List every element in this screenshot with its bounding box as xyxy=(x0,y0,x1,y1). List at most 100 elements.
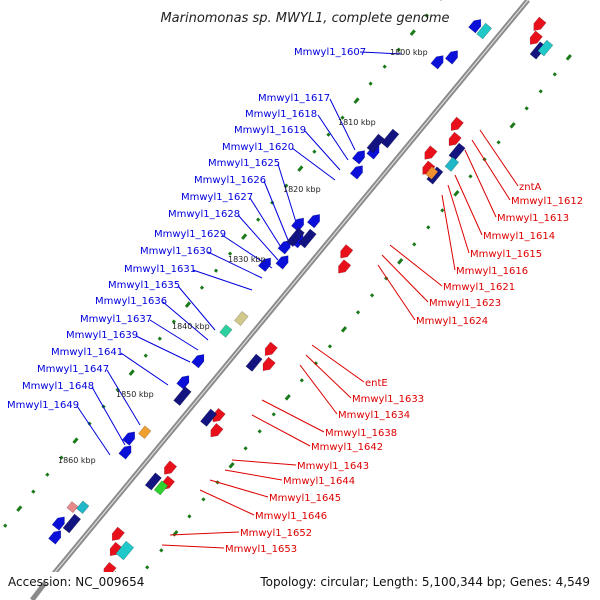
gene-label-forward[interactable]: Mmwyl1_1619 xyxy=(234,125,306,136)
connector-line xyxy=(135,335,191,363)
connector-line xyxy=(381,254,429,303)
gene-box xyxy=(76,500,90,515)
gene-label-reverse[interactable]: Mmwyl1_1644 xyxy=(283,476,355,487)
connector-line xyxy=(169,531,240,536)
connector-line xyxy=(207,251,263,279)
gene-arrow-reverse xyxy=(450,116,464,131)
tick-mark xyxy=(313,361,318,366)
tick-mark xyxy=(382,64,387,69)
connector-line xyxy=(471,139,511,201)
tick-mark xyxy=(396,47,401,52)
tick-mark xyxy=(257,429,262,434)
connector-line xyxy=(447,184,470,254)
connector-line xyxy=(299,364,338,415)
tick-mark xyxy=(172,530,179,537)
gene-label-reverse[interactable]: Mmwyl1_1634 xyxy=(338,410,410,421)
connector-line xyxy=(199,489,255,516)
gene-label-forward[interactable]: Mmwyl1_1620 xyxy=(222,142,294,153)
gene-label-reverse[interactable]: Mmwyl1_1614 xyxy=(483,231,555,242)
gene-label-reverse[interactable]: Mmwyl1_1643 xyxy=(297,461,369,472)
gene-label-reverse[interactable]: Mmwyl1_1623 xyxy=(429,298,501,309)
tick-mark xyxy=(31,489,36,494)
tick-mark xyxy=(187,514,192,519)
gene-label-forward[interactable]: Mmwyl1_1628 xyxy=(168,209,240,220)
gene-label-forward[interactable]: Mmwyl1_1635 xyxy=(108,280,180,291)
gene-label-forward[interactable]: Mmwyl1_1626 xyxy=(194,175,266,186)
gene-label-reverse[interactable]: Mmwyl1_1638 xyxy=(325,428,397,439)
gene-label-reverse[interactable]: Mmwyl1_1645 xyxy=(269,493,341,504)
gene-label-reverse[interactable]: Mmwyl1_1616 xyxy=(456,266,528,277)
gene-box xyxy=(476,22,493,40)
tick-mark xyxy=(199,285,205,290)
gene-box xyxy=(380,128,400,149)
connector-line xyxy=(359,51,403,55)
gene-label-reverse[interactable]: zntA xyxy=(519,182,542,193)
tick-mark xyxy=(409,29,416,36)
gene-label-reverse[interactable]: Mmwyl1_1624 xyxy=(416,316,488,327)
gene-label-forward[interactable]: Mmwyl1_1637 xyxy=(80,314,152,325)
gene-box xyxy=(115,540,135,561)
gene-label-forward[interactable]: Mmwyl1_1649 xyxy=(7,400,79,411)
gene-arrow-reverse xyxy=(210,423,224,438)
gene-box xyxy=(66,501,79,514)
tick-mark xyxy=(227,251,233,256)
gene-arrow-forward xyxy=(191,354,205,369)
gene-label-forward[interactable]: Mmwyl1_1636 xyxy=(95,296,167,307)
gene-label-forward[interactable]: Mmwyl1_1607 xyxy=(294,47,366,58)
genome-backbone-end xyxy=(30,581,47,600)
gene-label-forward[interactable]: Mmwyl1_1625 xyxy=(208,158,280,169)
gene-arrow-forward xyxy=(176,375,190,390)
gene-label-forward[interactable]: Mmwyl1_1648 xyxy=(22,381,94,392)
gene-arrow-reverse xyxy=(264,341,278,356)
tick-mark xyxy=(128,369,135,376)
gene-box xyxy=(537,39,554,57)
forward-gene-labels: Mmwyl1_1607 Mmwyl1_1617 Mmwyl1_1618 Mmwy… xyxy=(7,47,366,411)
connector-line xyxy=(263,180,291,246)
connector-line xyxy=(311,344,365,383)
gene-arrow-reverse xyxy=(533,16,547,31)
reverse-gene-labels: zntA Mmwyl1_1612 Mmwyl1_1613 Mmwyl1_1614… xyxy=(225,182,583,555)
gene-label-forward[interactable]: Mmwyl1_1627 xyxy=(181,192,253,203)
connector-line xyxy=(304,130,341,171)
tick-mark xyxy=(426,225,431,230)
gene-label-reverse[interactable]: Mmwyl1_1633 xyxy=(352,394,424,405)
gene-box xyxy=(444,156,460,172)
gene-label-forward[interactable]: Mmwyl1_1618 xyxy=(245,109,317,120)
gene-label-reverse[interactable]: entE xyxy=(365,378,388,389)
gene-arrow-forward xyxy=(351,150,365,165)
tick-mark xyxy=(243,446,248,451)
gene-label-reverse[interactable]: Mmwyl1_1613 xyxy=(497,213,569,224)
gene-label-forward[interactable]: Mmwyl1_1639 xyxy=(66,330,138,341)
connector-line xyxy=(231,459,297,466)
gene-label-reverse[interactable]: Mmwyl1_1612 xyxy=(511,196,583,207)
gene-label-reverse[interactable]: Mmwyl1_1653 xyxy=(225,544,297,555)
gene-box xyxy=(448,142,466,161)
gene-box xyxy=(366,133,385,154)
tick-mark xyxy=(496,140,501,145)
gene-label-forward[interactable]: Mmwyl1_1617 xyxy=(258,93,330,104)
tick-mark xyxy=(538,89,543,94)
gene-label-forward[interactable]: Mmwyl1_1631 xyxy=(124,264,196,275)
gene-box xyxy=(286,227,305,247)
gene-arrow-reverse xyxy=(340,244,354,259)
gene-label-forward[interactable]: Mmwyl1_1630 xyxy=(140,246,212,257)
gene-label-reverse[interactable]: Mmwyl1_1642 xyxy=(311,442,383,453)
tick-mark xyxy=(353,97,360,104)
connector-line xyxy=(224,469,283,481)
connector-line xyxy=(162,301,209,341)
gene-label-reverse[interactable]: Mmwyl1_1615 xyxy=(470,249,542,260)
gene-label-forward[interactable]: Mmwyl1_1647 xyxy=(37,364,109,375)
kbp-marker: 1860 kbp xyxy=(58,456,96,465)
gene-label-reverse[interactable]: Mmwyl1_1652 xyxy=(240,528,312,539)
gene-label-forward[interactable]: Mmwyl1_1641 xyxy=(51,347,123,358)
kbp-markers: 1800 kbp 1810 kbp 1820 kbp 1830 kbp 1840… xyxy=(58,48,428,465)
gene-arrow-forward xyxy=(430,55,444,70)
gene-box xyxy=(200,408,218,427)
gene-label-forward[interactable]: Mmwyl1_1629 xyxy=(154,229,226,240)
tick-mark xyxy=(159,548,164,553)
tick-mark xyxy=(312,149,317,154)
gene-label-reverse[interactable]: Mmwyl1_1646 xyxy=(255,511,327,522)
gene-arrow-reverse xyxy=(111,526,125,541)
tick-mark xyxy=(355,310,361,315)
gene-label-reverse[interactable]: Mmwyl1_1621 xyxy=(443,282,515,293)
